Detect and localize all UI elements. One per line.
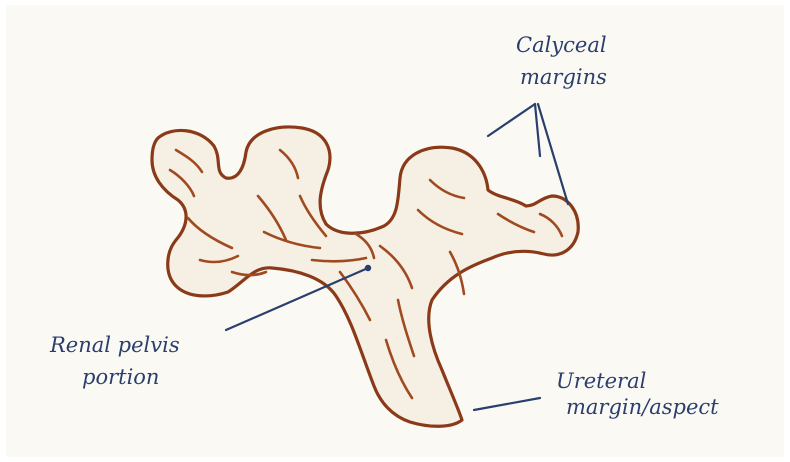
calyceal-label-line1: Calyceal bbox=[516, 33, 607, 57]
renal-pelvis-label-line1: Renal pelvis bbox=[49, 333, 180, 357]
calyceal-label-line2: margins bbox=[520, 65, 607, 89]
renal-pelvis-pointer-dot bbox=[365, 265, 371, 271]
renal-pelvis-label-line2: portion bbox=[82, 365, 159, 389]
ureteral-label-line1: Ureteral bbox=[556, 369, 646, 393]
ureteral-label-line2: margin/aspect bbox=[566, 395, 719, 419]
